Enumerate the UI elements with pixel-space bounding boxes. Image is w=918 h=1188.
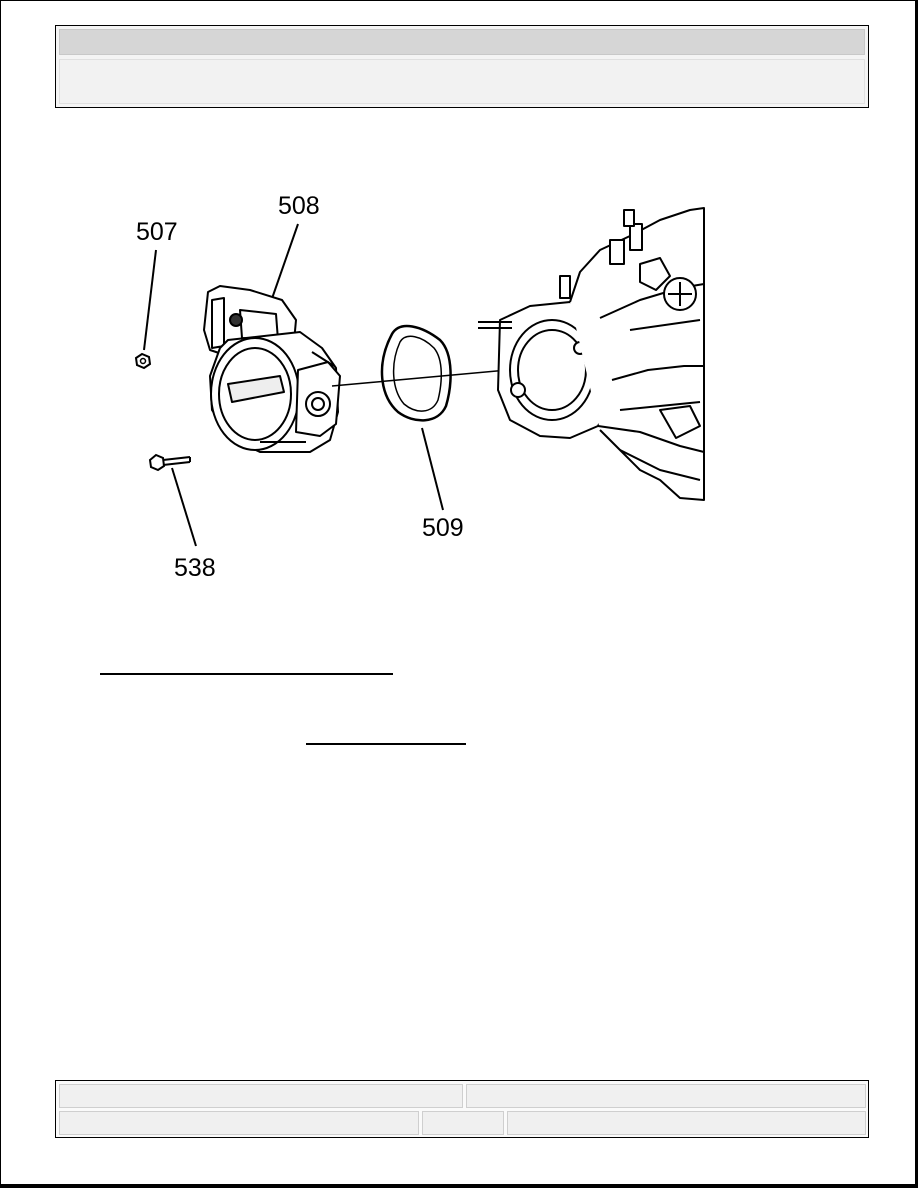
header-title-bar (59, 29, 865, 55)
page-footer (55, 1080, 869, 1138)
page-header (55, 25, 869, 108)
reference-link-line-1 (100, 673, 393, 675)
callout-509: 509 (422, 514, 464, 542)
throttle-body-508 (203, 285, 341, 453)
callout-538: 538 (174, 554, 216, 582)
reference-link-line-2 (306, 743, 466, 745)
gasket-509 (380, 324, 452, 422)
leader-507 (143, 249, 157, 351)
callout-508: 508 (278, 192, 320, 220)
throttle-body-exploded-diagram: 507 508 509 538 (134, 192, 705, 582)
footer-cell-top-right (466, 1084, 866, 1108)
nut-507 (134, 352, 152, 370)
footer-cell-top-left (59, 1084, 463, 1108)
callout-507: 507 (136, 218, 178, 246)
leader-538 (171, 467, 197, 547)
footer-cell-bottom-left (59, 1111, 419, 1135)
footer-cell-bottom-right (507, 1111, 866, 1135)
bolt-538 (148, 453, 191, 472)
leader-508 (267, 223, 299, 311)
intake-manifold (478, 207, 705, 501)
alignment-line (331, 367, 531, 387)
leader-509 (421, 427, 444, 511)
footer-cell-bottom-middle (422, 1111, 504, 1135)
header-subtitle-area (59, 59, 865, 104)
